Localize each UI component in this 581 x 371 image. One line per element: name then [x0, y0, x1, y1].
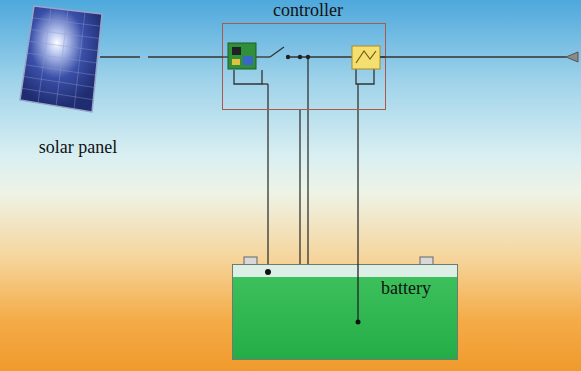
- controller-box: controller: [222, 1, 394, 110]
- contact-dot: [298, 55, 302, 59]
- panel-lead: [100, 56, 140, 57]
- connector-wire: [299, 110, 300, 264]
- regulator-box: [352, 46, 380, 69]
- solar-panel-picture: [8, 2, 140, 127]
- wire: [256, 56, 270, 57]
- controller-wires: [234, 47, 566, 264]
- contact-dot: [306, 55, 310, 59]
- node-label: controller: [222, 1, 394, 21]
- probe-dot: [356, 320, 361, 325]
- lamp-symbol: [566, 52, 578, 62]
- contact-dot: [286, 55, 290, 59]
- switch-blade: [270, 47, 284, 57]
- wire: [267, 84, 268, 264]
- chip: [232, 47, 241, 55]
- panel-cells: [22, 8, 101, 109]
- wire: [307, 57, 308, 264]
- wire: [357, 84, 358, 264]
- wire: [380, 56, 386, 57]
- wire: [356, 68, 374, 84]
- load-wire: [380, 56, 566, 57]
- connector-wire: [148, 56, 222, 57]
- electrode-dot: [265, 269, 271, 275]
- wire: [288, 56, 352, 57]
- solar-panel: solar panel: [8, 2, 148, 162]
- panel-frame: [20, 6, 102, 112]
- chip: [243, 56, 253, 65]
- circuit-board: [228, 43, 256, 69]
- probe-wire: [357, 264, 358, 322]
- node-label: battery: [381, 279, 431, 299]
- contact-dots: [286, 55, 310, 59]
- chip: [232, 59, 240, 65]
- node-label: solar panel: [8, 138, 148, 158]
- wire: [222, 56, 228, 57]
- wire: [262, 83, 268, 84]
- regulator-mark: [356, 51, 376, 63]
- battery-box: battery: [232, 264, 458, 360]
- wire: [234, 70, 262, 84]
